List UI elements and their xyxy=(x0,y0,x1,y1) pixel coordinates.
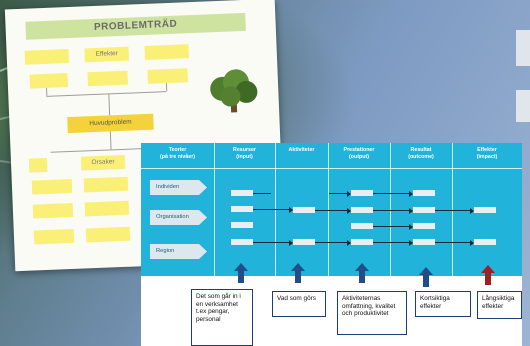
impact-box xyxy=(474,207,496,213)
outcome-box xyxy=(413,239,435,245)
resource-box xyxy=(231,222,253,228)
tree-image xyxy=(210,69,258,113)
results-chain-panel: Teorier(på tre nivåer) Resurser(input) A… xyxy=(141,143,522,276)
output-box xyxy=(351,223,373,229)
up-arrow-icon xyxy=(291,263,305,283)
level-organisation: Organisation xyxy=(150,210,207,225)
header-divider xyxy=(141,168,522,169)
flow-line xyxy=(315,242,347,243)
output-box xyxy=(351,239,373,245)
up-arrow-icon xyxy=(234,263,248,283)
connector-line xyxy=(46,87,48,96)
header-outcomes: Resultat(outcome) xyxy=(408,147,434,160)
output-box xyxy=(351,190,373,196)
effects-box: Effekter xyxy=(84,46,130,63)
column-divider xyxy=(328,143,329,276)
problem-tree-title: PROBLEMTRÄD xyxy=(25,12,246,40)
flow-line xyxy=(373,242,409,243)
cause-box xyxy=(28,157,48,173)
connector-line xyxy=(165,83,168,92)
outcome-box xyxy=(413,223,435,229)
effect-box xyxy=(87,70,128,87)
arrow-head xyxy=(470,207,474,214)
arrow-head xyxy=(289,206,293,213)
arrow-head xyxy=(470,239,474,246)
impact-box xyxy=(474,239,496,245)
cause-box xyxy=(85,226,131,243)
resource-box xyxy=(231,190,253,196)
header-outputs: Prestationer(output) xyxy=(343,147,375,160)
connector-line xyxy=(46,91,167,97)
resource-box xyxy=(231,239,253,245)
header-theories: Teorier(på tre nivåer) xyxy=(159,147,196,160)
arrow-head xyxy=(409,207,413,214)
arrow-head xyxy=(409,239,413,246)
header-resources: Resurser(input) xyxy=(233,147,256,160)
flow-line xyxy=(435,210,470,211)
effect-box xyxy=(144,44,189,60)
background-card xyxy=(516,30,530,66)
outcome-box xyxy=(413,207,435,213)
output-box xyxy=(351,207,373,213)
arrow-head xyxy=(347,190,351,197)
effect-box xyxy=(147,68,188,84)
arrow-head xyxy=(347,239,351,246)
core-problem-box: Huvudproblem xyxy=(67,113,154,134)
cause-box xyxy=(31,178,73,195)
causes-label: Orsaker xyxy=(91,158,115,167)
problem-tree-slide: PROBLEMTRÄD Effekter Huvudproblem Orsake… xyxy=(4,0,286,272)
connector-line xyxy=(108,93,111,116)
column-divider xyxy=(214,143,215,276)
level-region: Region xyxy=(150,244,207,259)
header-activities: Aktiviteter xyxy=(288,147,315,153)
flow-line xyxy=(435,242,470,243)
explanation-outcomes: Kortsiktiga effekter xyxy=(415,291,471,317)
up-arrow-icon xyxy=(355,263,369,283)
arrow-head xyxy=(409,223,413,230)
activity-box xyxy=(293,207,315,213)
activity-box xyxy=(293,239,315,245)
explanation-activities: Vad som görs xyxy=(272,291,326,317)
arrow-head xyxy=(347,207,351,214)
flow-line xyxy=(329,193,347,194)
flow-line xyxy=(373,226,409,227)
up-arrow-icon xyxy=(419,267,433,287)
header-impact: Effekter(impact) xyxy=(476,147,498,160)
resource-box xyxy=(231,206,253,212)
connector-line xyxy=(109,131,112,150)
causes-box: Orsaker xyxy=(80,154,126,171)
explanation-resources: Det som går in i en verksamhet t.ex peng… xyxy=(191,289,253,346)
column-divider xyxy=(390,143,391,276)
flow-line xyxy=(373,210,409,211)
cause-box xyxy=(32,202,74,219)
explanation-outputs: Aktiviteternas omfattning, kvalitet och … xyxy=(337,291,407,335)
flow-line xyxy=(253,193,271,194)
flow-line xyxy=(253,242,289,243)
column-divider xyxy=(452,143,453,276)
flow-line xyxy=(315,210,347,211)
flow-line xyxy=(253,209,289,210)
cause-box xyxy=(33,228,75,245)
outcome-box xyxy=(413,190,435,196)
results-chain-slide: Teorier(på tre nivåer) Resurser(input) A… xyxy=(141,143,522,346)
arrow-head xyxy=(409,190,413,197)
explanation-impact: Långsiktiga effekter xyxy=(477,291,522,319)
arrow-head xyxy=(289,239,293,246)
effects-label: Effekter xyxy=(95,50,118,58)
level-individual: Individen xyxy=(150,180,207,195)
effect-box xyxy=(24,49,70,65)
flow-line xyxy=(373,193,409,194)
up-arrow-icon xyxy=(481,265,495,285)
cause-box xyxy=(83,176,129,193)
background-card xyxy=(516,90,530,122)
effect-box xyxy=(29,73,69,89)
cause-box xyxy=(84,200,130,217)
core-problem-label: Huvudproblem xyxy=(89,118,132,128)
